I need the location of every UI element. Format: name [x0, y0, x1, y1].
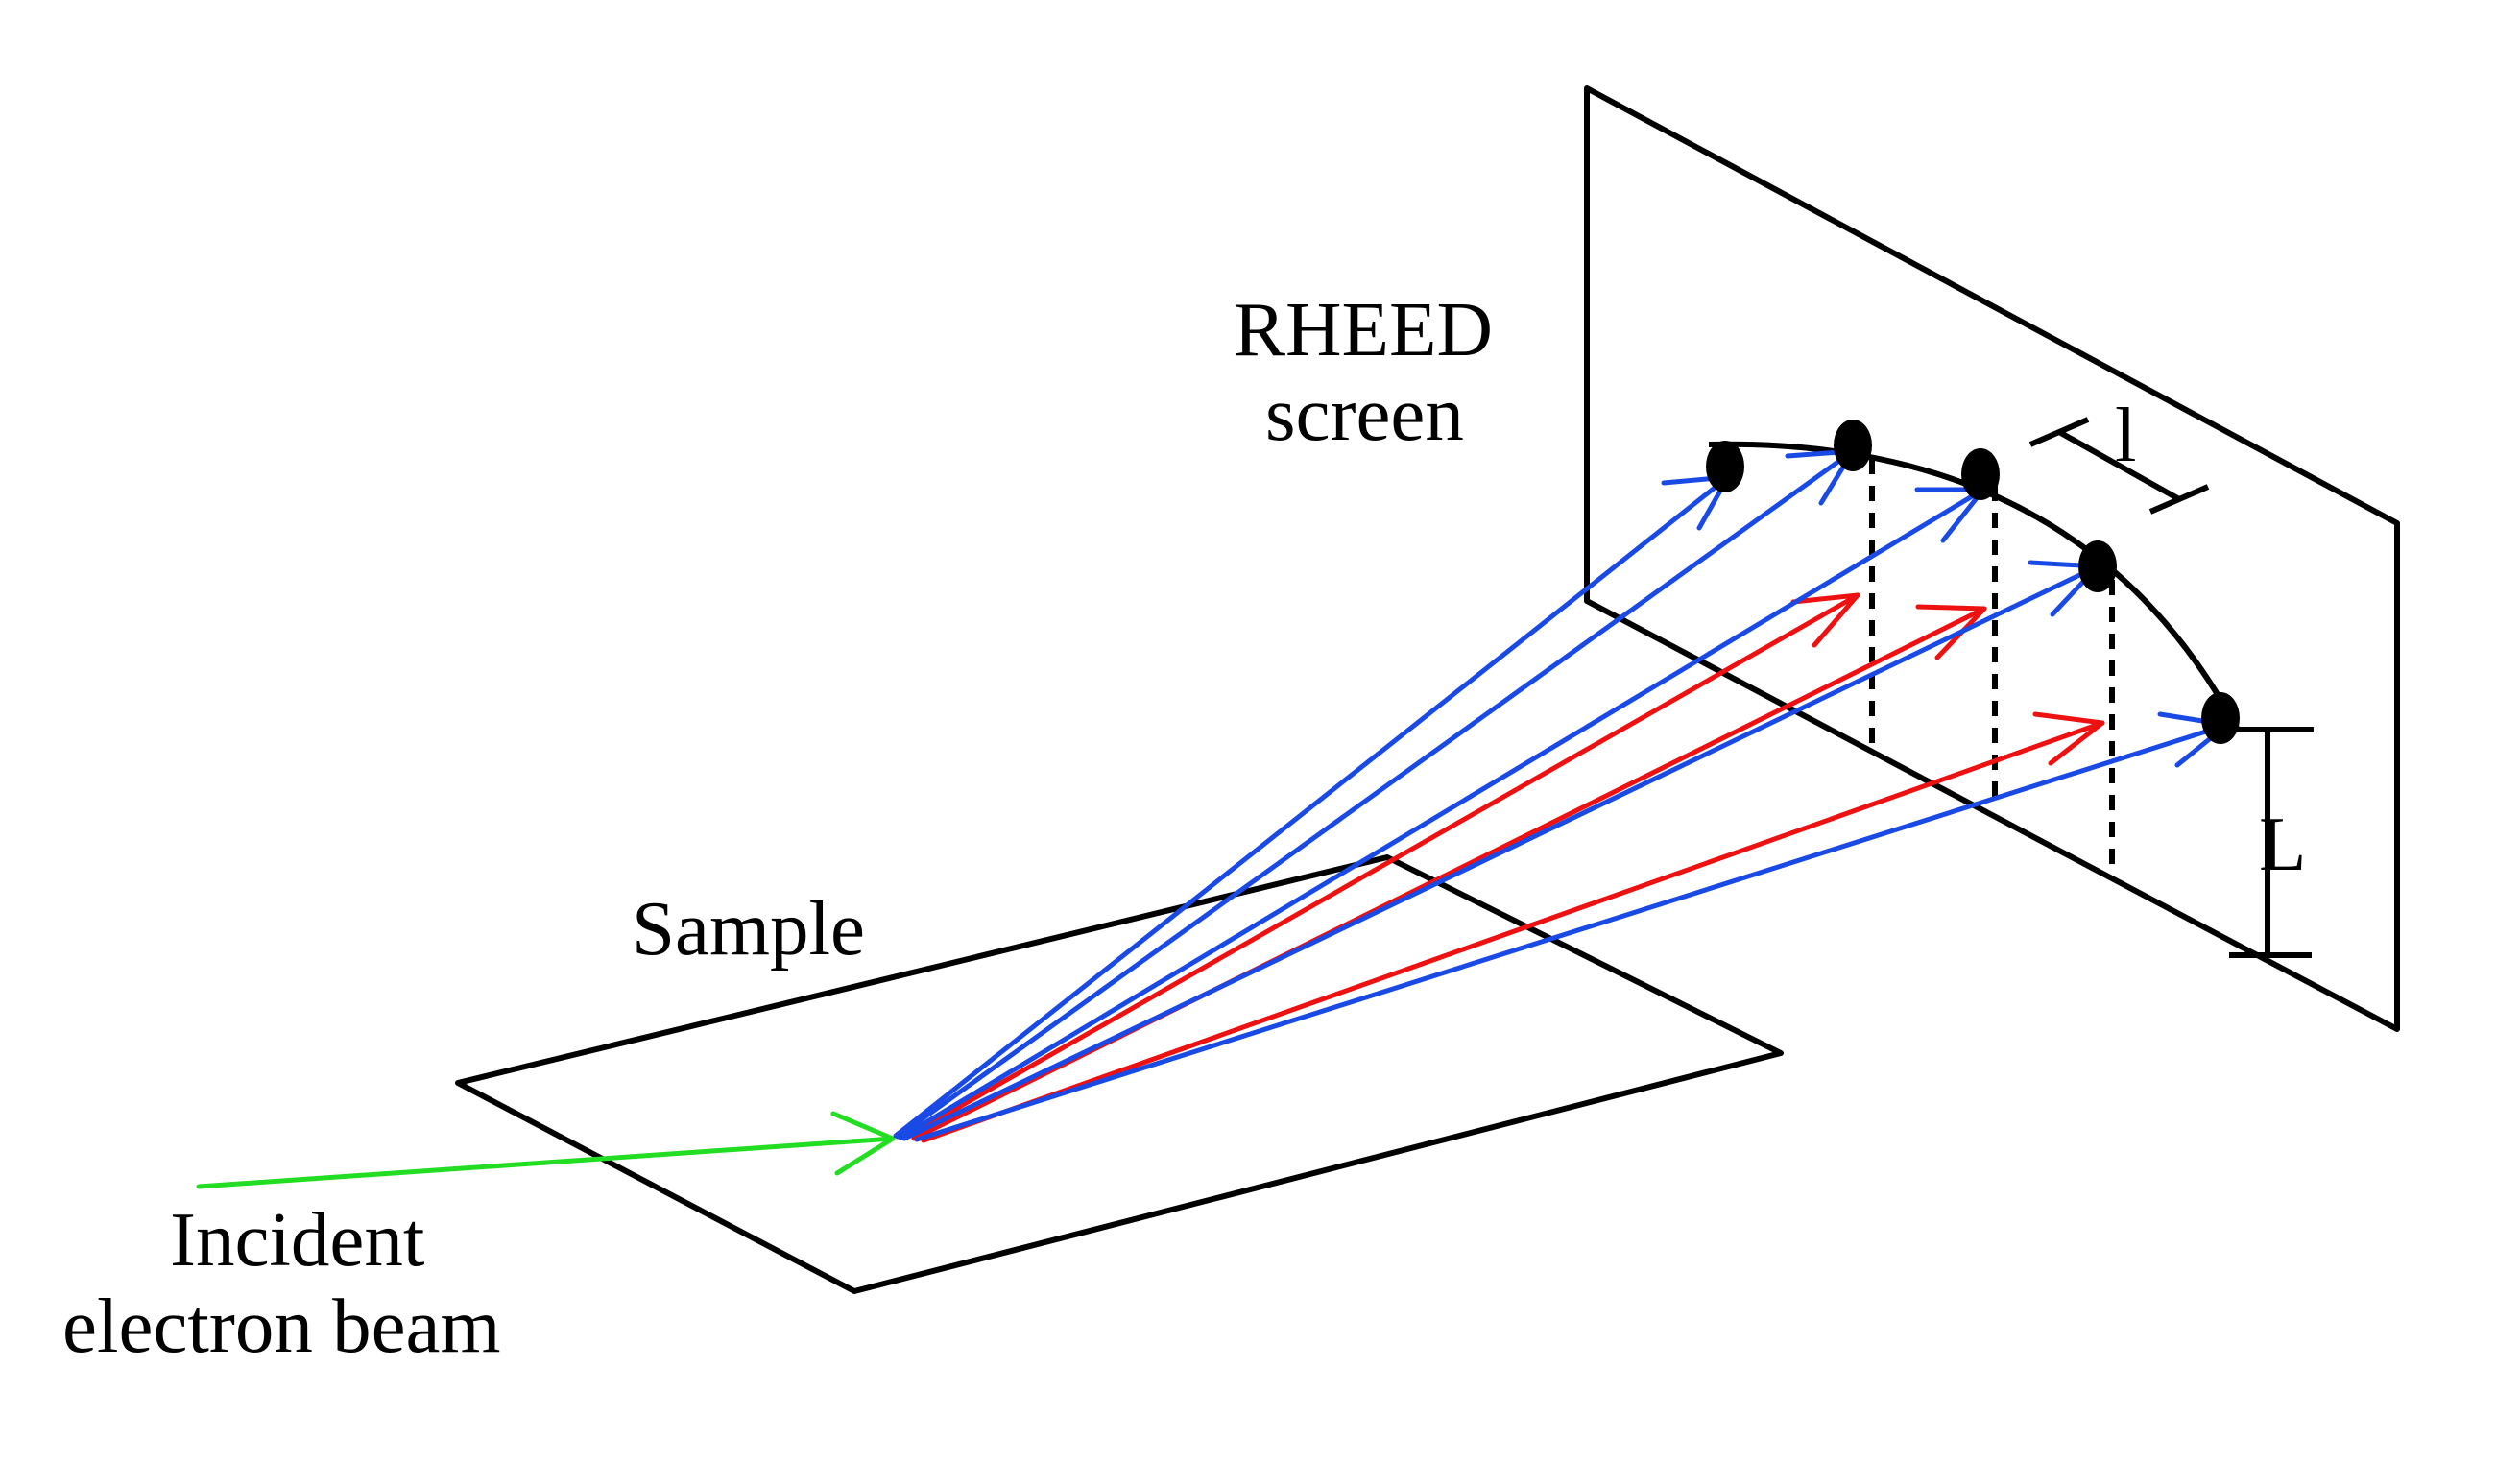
height-label: L — [2259, 801, 2306, 887]
blue-ray — [893, 474, 1731, 1139]
diffraction-spot — [1834, 420, 1872, 471]
blue-ray — [898, 487, 1986, 1140]
blue-ray — [895, 448, 1856, 1140]
spot-spacing-label: l — [2115, 392, 2137, 478]
blue-ray — [901, 560, 2100, 1141]
beam-label-line1: Incident — [170, 1196, 425, 1283]
diffraction-spot — [2078, 540, 2117, 592]
rheed-screen-plane — [1584, 85, 2400, 1032]
diffraction-spot — [1961, 448, 2000, 500]
spot-spacing-dimension — [2028, 417, 2210, 515]
red-ray — [902, 592, 1860, 1140]
beam-label-line2: electron beam — [62, 1283, 501, 1369]
laue-arc — [1708, 441, 2242, 733]
diffraction-spot — [1706, 441, 1744, 492]
screen-label-line1: RHEED — [1234, 286, 1493, 372]
red-ray — [921, 711, 2105, 1143]
screen-label-line2: screen — [1265, 371, 1464, 457]
incident-beam-arrow — [196, 1111, 896, 1189]
blue-ray — [914, 711, 2230, 1142]
sample-label: Sample — [632, 885, 865, 972]
diffraction-spot — [2201, 692, 2240, 744]
height-dimension — [2229, 727, 2314, 958]
sample-plane — [455, 854, 1784, 1294]
